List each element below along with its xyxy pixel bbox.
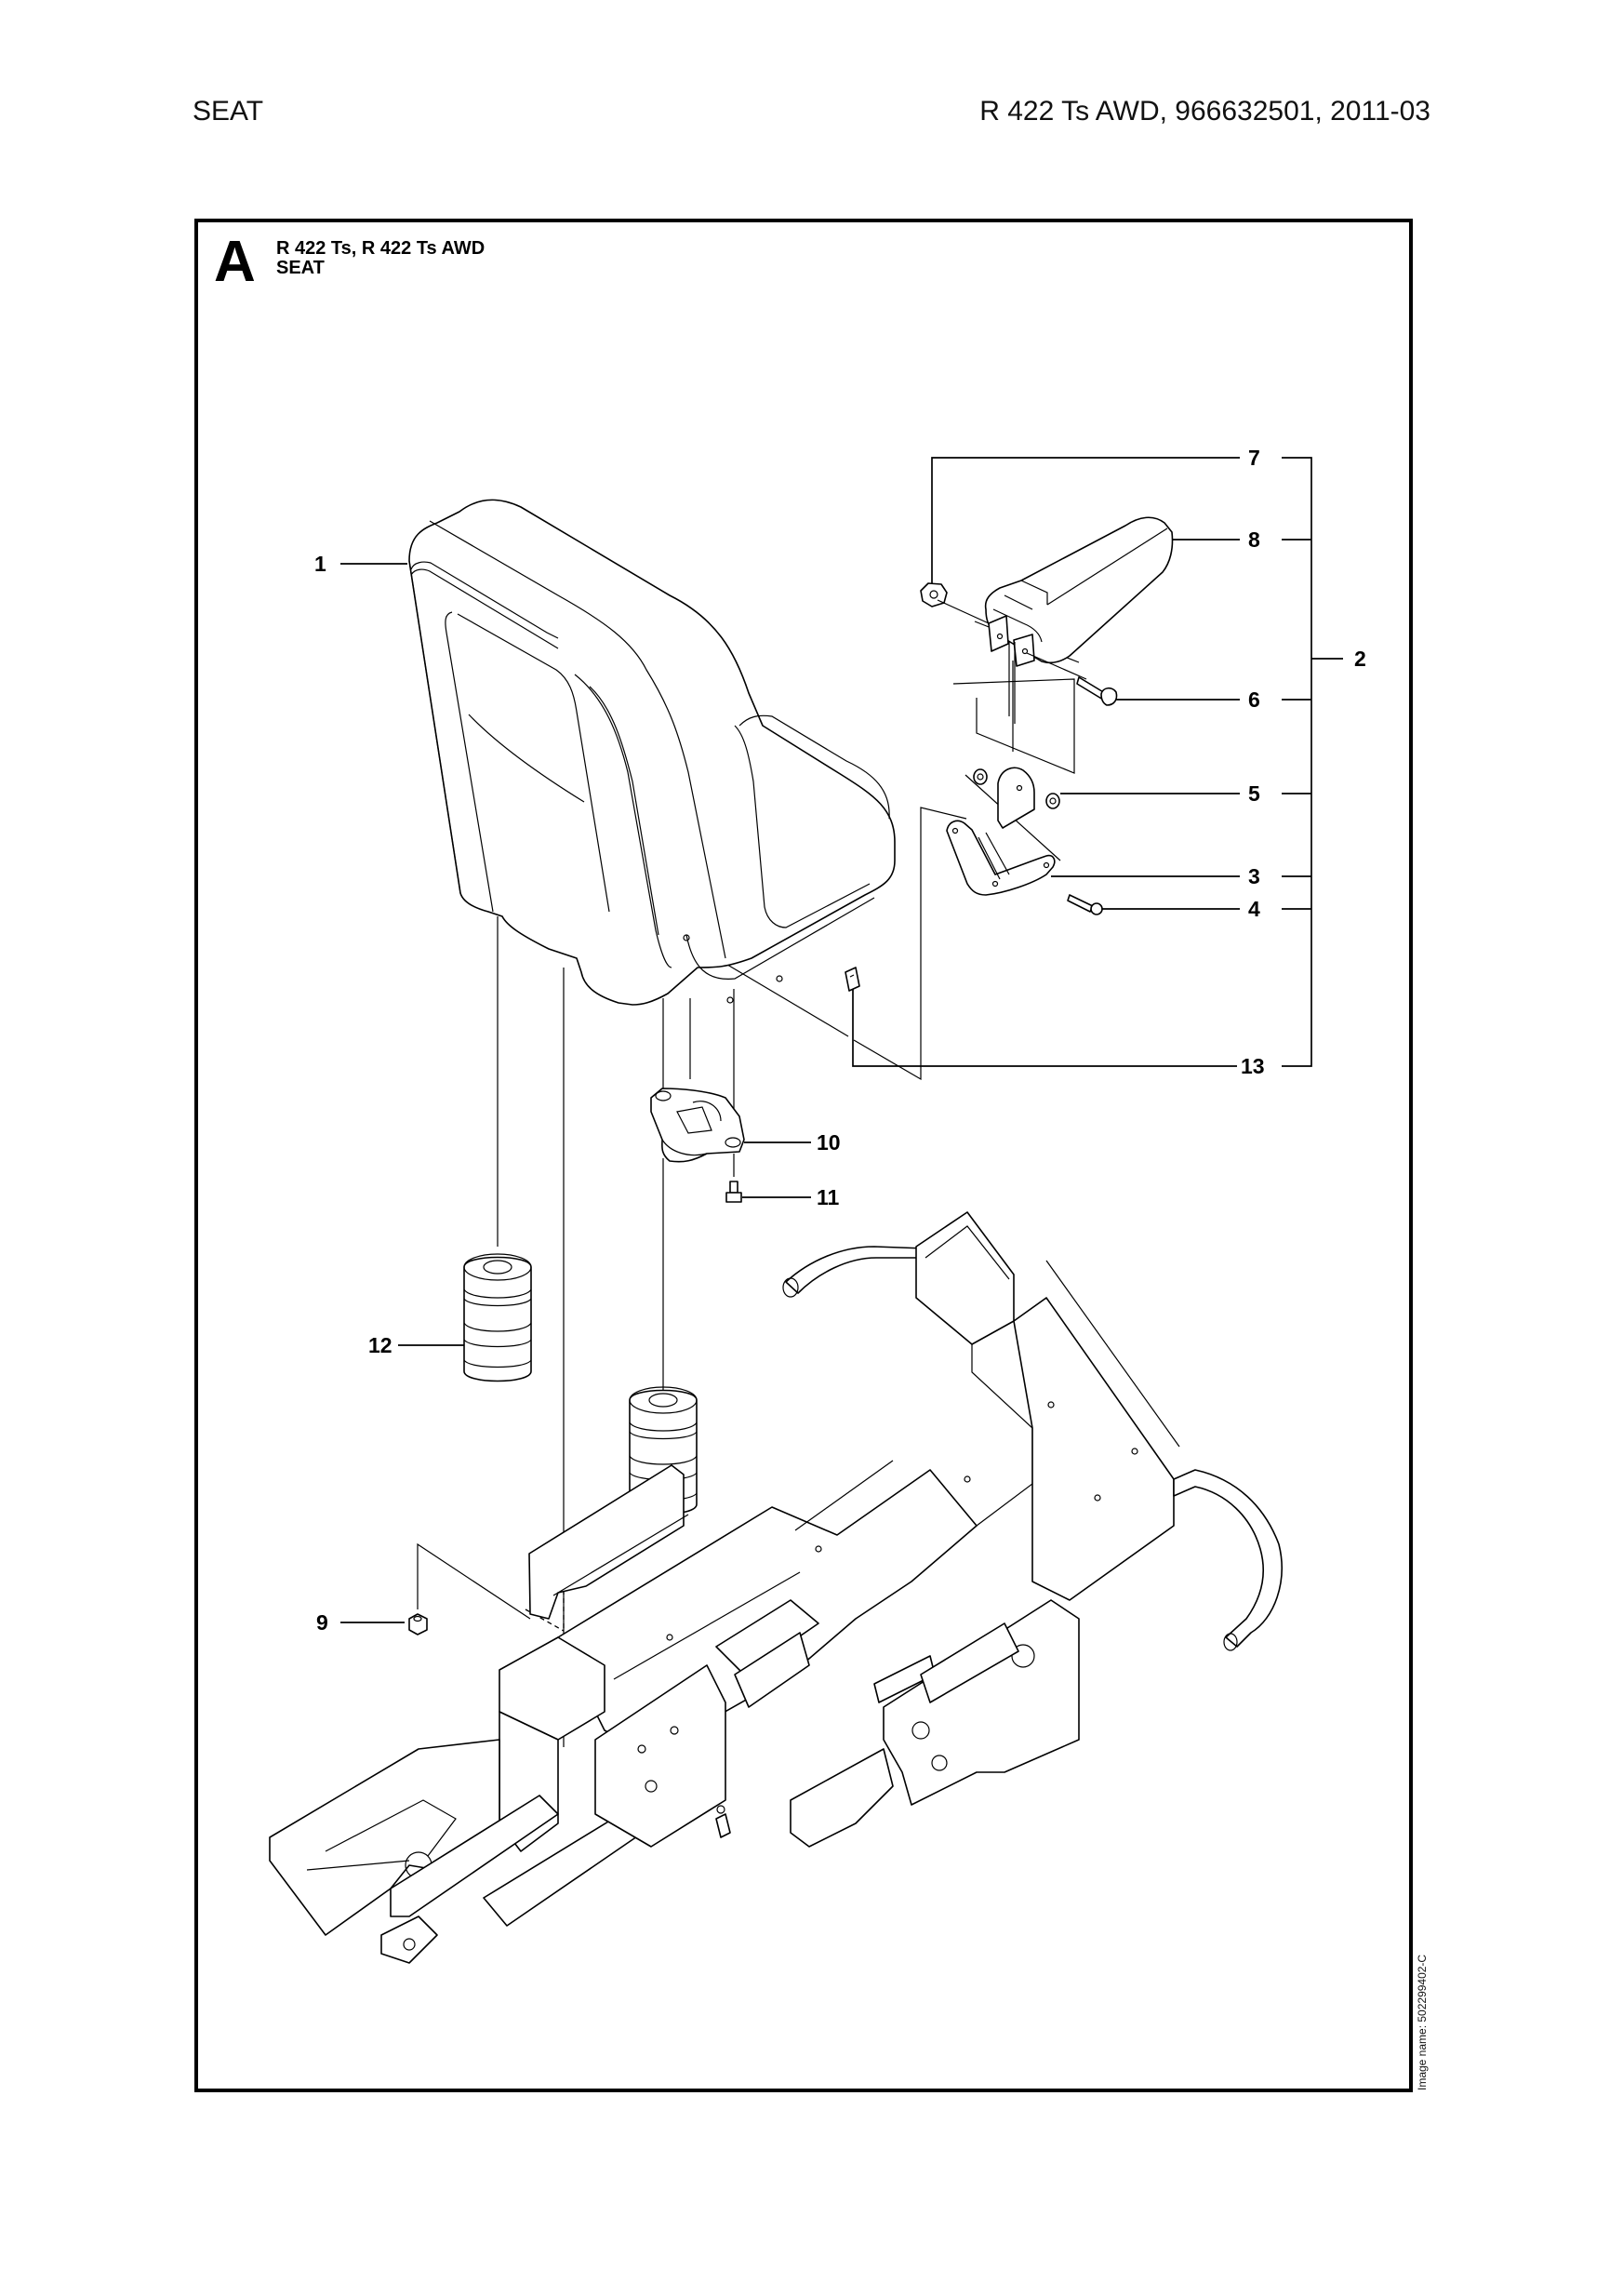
callout-9: 9 <box>313 1611 332 1634</box>
callout-2: 2 <box>1350 647 1370 670</box>
callout-4: 4 <box>1244 898 1264 920</box>
part-6-bolt <box>1026 652 1118 706</box>
part-seat <box>408 499 896 1006</box>
section-letter: A <box>214 230 256 294</box>
callout-7: 7 <box>1244 447 1264 469</box>
part-8-armrest <box>984 516 1174 724</box>
callout-8: 8 <box>1244 528 1264 551</box>
diagram-frame <box>194 219 1413 2092</box>
callout-3: 3 <box>1244 865 1264 888</box>
callout-10: 10 <box>813 1131 845 1154</box>
chassis-frame <box>269 1211 1283 1964</box>
assembly-axis-lines <box>417 621 1180 1747</box>
page-header-model-info: R 422 Ts AWD, 966632501, 2011-03 <box>979 96 1430 127</box>
part-13-clip-nut <box>845 967 860 992</box>
part-3-armrest-bracket <box>946 820 1056 896</box>
leader-2-bracket <box>1282 457 1312 1067</box>
callout-13: 13 <box>1237 1055 1269 1077</box>
callout-12: 12 <box>365 1334 396 1356</box>
part-10-switch-plate <box>650 1088 745 1163</box>
page-header-section: SEAT <box>193 96 264 127</box>
leader-13 <box>852 988 1237 1067</box>
part-4-screw <box>1067 894 1103 915</box>
part-5-washers <box>973 767 1060 829</box>
part-11-screw <box>725 1181 742 1203</box>
callout-5: 5 <box>1244 782 1264 805</box>
leader-lines <box>340 457 1343 1623</box>
part-9-nut <box>408 1613 428 1635</box>
part-7-lock-nut <box>920 582 990 624</box>
diagram-title: SEAT <box>276 258 325 278</box>
callout-1: 1 <box>311 553 330 575</box>
leader-7 <box>931 457 1240 584</box>
callout-11: 11 <box>813 1186 844 1208</box>
diagram-models: R 422 Ts, R 422 Ts AWD <box>276 238 486 259</box>
callout-6: 6 <box>1244 688 1264 711</box>
